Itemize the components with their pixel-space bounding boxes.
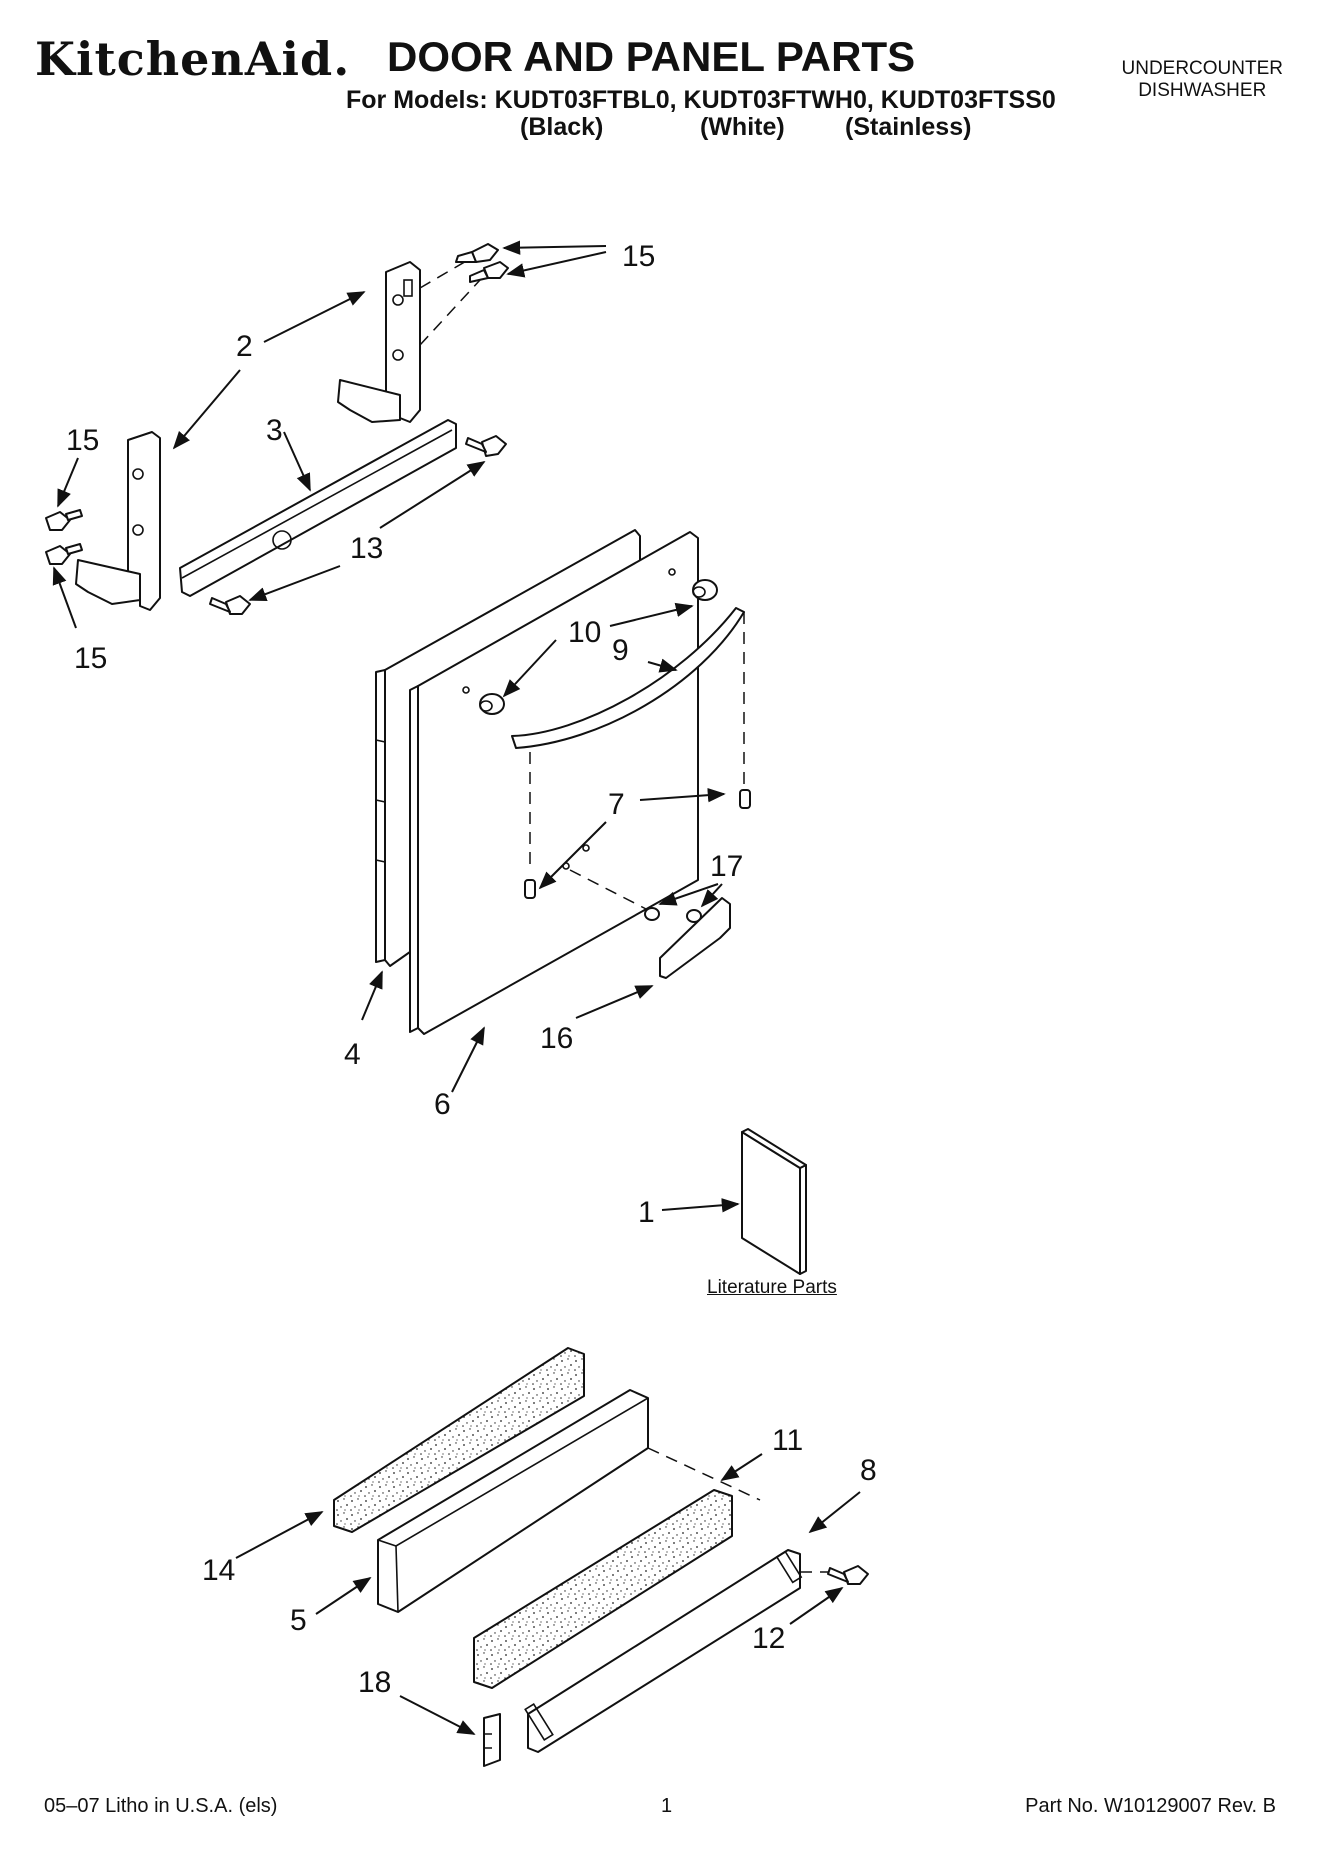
callout-9: 9: [612, 634, 629, 667]
screw-15-upper-a: [455, 243, 499, 263]
mount-hole-right: [668, 568, 676, 576]
mount-hole-left: [462, 686, 470, 694]
callout-6: 6: [434, 1088, 451, 1121]
callout-7: 7: [608, 788, 625, 821]
clip-18: [483, 1713, 501, 1767]
callout-16: 16: [540, 1022, 573, 1055]
variant-white: (White): [700, 113, 785, 141]
literature-booklet-1: [741, 1128, 807, 1275]
screw-12: [827, 1565, 869, 1585]
models-line: For Models: KUDT03FTBL0, KUDT03FTWH0, KU…: [346, 86, 1056, 114]
kick-plate-8: [524, 1549, 803, 1753]
handle-mount-10-left: [479, 693, 505, 715]
hinge-bracket-right: [337, 261, 421, 423]
callout-18: 18: [358, 1666, 391, 1699]
page-title: DOOR AND PANEL PARTS: [387, 33, 916, 80]
callout-15: 15: [622, 240, 655, 273]
callout-11: 11: [772, 1424, 803, 1457]
appliance-line-1: UNDERCOUNTER: [1121, 58, 1284, 79]
screw-15-left-a: [45, 509, 83, 531]
appliance-line-2: DISHWASHER: [1138, 79, 1267, 101]
nut-17-b: [686, 909, 702, 923]
literature-parts-label: Literature Parts: [707, 1277, 837, 1298]
screw-13-bottom: [209, 595, 251, 615]
brand-logo: KitchenAid.: [35, 32, 351, 86]
foam-strip-11: [473, 1489, 733, 1689]
nut-17-a: [644, 907, 660, 921]
callout-12: 12: [752, 1622, 785, 1655]
brace-panel-3: [179, 419, 457, 597]
trim-cap-16: [659, 897, 731, 979]
appliance-type: UNDERCOUNTER DISHWASHER: [1122, 58, 1284, 102]
callout-15-left-top: 15: [66, 424, 99, 457]
callout-5: 5: [290, 1604, 307, 1637]
callout-10: 10: [568, 616, 601, 649]
screw-13-top: [465, 435, 507, 457]
foam-strip-14: [333, 1347, 585, 1533]
screw-15-upper-b: [469, 261, 509, 283]
door-panel-6: [409, 531, 699, 1035]
handle-mount-10-right: [692, 579, 718, 601]
callout-14: 14: [202, 1554, 235, 1587]
callout-13: 13: [350, 532, 383, 565]
callout-8: 8: [860, 1454, 877, 1487]
callout-3: 3: [266, 414, 283, 447]
page-number: 1: [661, 1795, 673, 1817]
leader-lines: [52, 240, 861, 1735]
callout-15-left-bottom: 15: [74, 642, 107, 675]
panel-hole: [582, 844, 590, 852]
footer-litho: 05–07 Litho in U.S.A. (els): [44, 1795, 278, 1817]
callout-4: 4: [344, 1038, 361, 1071]
hinge-bracket-left: [75, 431, 161, 611]
variant-black: (Black): [520, 113, 604, 141]
part-number: Part No. W10129007 Rev. B: [1025, 1795, 1276, 1817]
screw-15-left-b: [45, 543, 83, 565]
stud-7-right: [739, 789, 751, 809]
callout-1: 1: [638, 1196, 655, 1229]
callout-17: 17: [710, 850, 743, 883]
variant-stainless: (Stainless): [845, 113, 972, 141]
callout-2: 2: [236, 330, 253, 363]
stud-7-left: [524, 879, 536, 899]
